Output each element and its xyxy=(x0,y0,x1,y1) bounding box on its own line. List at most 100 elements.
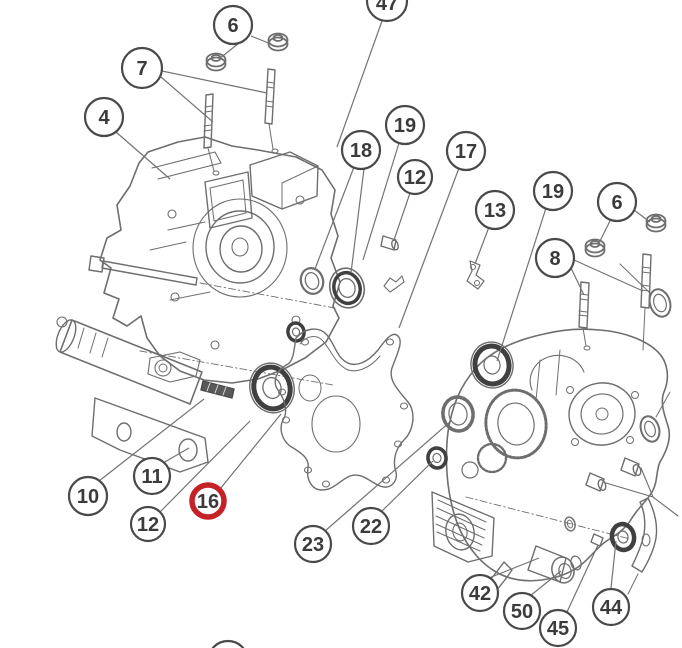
art-path xyxy=(286,321,306,343)
callout-7-1[interactable]: 7 xyxy=(120,46,164,90)
gasket-inner-contour xyxy=(299,336,381,372)
callout-circle[interactable] xyxy=(445,130,487,172)
callout-label: 45 xyxy=(547,618,569,640)
callout-label: 4 xyxy=(98,107,110,129)
callout-circle[interactable] xyxy=(460,573,500,613)
callout-label: 10 xyxy=(77,486,99,508)
callout-circle[interactable] xyxy=(208,639,248,648)
callout-label: 11 xyxy=(141,466,162,488)
callout-circle[interactable] xyxy=(83,96,125,138)
highlight-ring[interactable] xyxy=(189,482,227,520)
pivot-tube xyxy=(59,319,203,405)
callout-44-21[interactable]: 44 xyxy=(591,587,631,627)
callout-22-17[interactable]: 22 xyxy=(351,506,391,546)
callout-circle[interactable] xyxy=(132,456,172,496)
stud-bands xyxy=(640,266,651,292)
gasket-outline xyxy=(274,328,414,491)
leader-line-6 xyxy=(598,218,612,244)
callout-circle[interactable] xyxy=(120,46,164,90)
cylinder-wall xyxy=(192,198,288,298)
thrust-washer xyxy=(564,516,576,532)
case-tail-bracket xyxy=(631,497,658,573)
art-path xyxy=(321,480,331,488)
leader-line-42 xyxy=(488,557,540,579)
oil-seal-upper-right xyxy=(648,288,672,318)
callout-circle[interactable] xyxy=(212,4,254,46)
callout-13-8[interactable]: 13 xyxy=(474,189,516,231)
dowel-pin xyxy=(380,235,399,251)
callout-6-0[interactable]: 6 xyxy=(212,4,254,46)
callout-47-3[interactable]: 47 xyxy=(365,0,409,23)
art-path xyxy=(303,466,313,474)
callout-19-9[interactable]: 19 xyxy=(532,170,574,212)
art-path xyxy=(650,215,662,223)
callout-circle[interactable] xyxy=(384,104,426,146)
callout-18-4[interactable]: 18 xyxy=(340,129,382,171)
art-path xyxy=(595,407,609,421)
top-mount-face xyxy=(251,165,319,210)
foot-hole xyxy=(116,422,132,442)
callout-circle[interactable] xyxy=(67,475,109,517)
left-studs-and-nuts xyxy=(203,32,289,176)
callout-12-14[interactable]: 12 xyxy=(129,505,167,543)
art-path xyxy=(466,260,485,290)
callout-45-20[interactable]: 45 xyxy=(538,608,578,648)
stud-tip-line xyxy=(268,123,274,150)
callout-circle[interactable] xyxy=(591,587,631,627)
callout-42-18[interactable]: 42 xyxy=(460,573,500,613)
leader-line-47 xyxy=(336,20,383,148)
kick-axis-centerline xyxy=(465,496,631,540)
callout-circle[interactable] xyxy=(596,181,638,223)
art-path xyxy=(597,478,607,492)
main-bore-hub xyxy=(231,237,249,257)
callout-partial-bottom-22[interactable] xyxy=(208,639,248,648)
callout-4-2[interactable]: 4 xyxy=(83,96,125,138)
shaft-collar-inner xyxy=(158,363,168,373)
callout-circle[interactable] xyxy=(502,591,542,631)
art-path xyxy=(580,393,624,435)
small-pin xyxy=(590,533,604,547)
flange-nut xyxy=(584,238,606,258)
art-path xyxy=(391,239,399,251)
art-path xyxy=(432,452,442,464)
callout-label: 19 xyxy=(394,115,416,137)
callout-circle[interactable] xyxy=(293,524,333,564)
callout-12-6[interactable]: 12 xyxy=(396,158,434,196)
callout-circle[interactable] xyxy=(474,189,516,231)
callout-circle[interactable] xyxy=(396,158,434,196)
stud xyxy=(640,253,652,309)
art-path xyxy=(483,355,501,375)
callout-circle[interactable] xyxy=(532,170,574,212)
callout-16-15[interactable]: 16 xyxy=(189,482,227,520)
stud-bands xyxy=(203,105,213,132)
callout-8-11[interactable]: 8 xyxy=(534,237,576,279)
art-path xyxy=(393,440,403,448)
callout-circle[interactable] xyxy=(538,608,578,648)
gear-cluster xyxy=(461,388,548,479)
pivot-tube-end xyxy=(55,319,77,353)
callout-circle[interactable] xyxy=(340,129,382,171)
leader-line-23 xyxy=(324,420,452,532)
callout-6-10[interactable]: 6 xyxy=(596,181,638,223)
leader-line-17 xyxy=(398,167,460,329)
leader-line-16 xyxy=(219,413,282,490)
callout-23-16[interactable]: 23 xyxy=(293,524,333,564)
bolt-boss xyxy=(167,209,177,219)
callout-circle[interactable] xyxy=(534,237,576,279)
art-path xyxy=(474,280,480,286)
callout-circle[interactable] xyxy=(129,505,167,543)
callout-50-19[interactable]: 50 xyxy=(502,591,542,631)
gasket-opening-small xyxy=(298,374,322,402)
art-path xyxy=(617,530,629,544)
callout-circle[interactable] xyxy=(365,0,409,23)
callout-label: 18 xyxy=(350,140,372,162)
callout-19-5[interactable]: 19 xyxy=(384,104,426,146)
callout-circle[interactable] xyxy=(351,506,391,546)
art-path xyxy=(399,402,409,410)
needle-cage-bearing xyxy=(441,395,475,433)
callout-17-7[interactable]: 17 xyxy=(445,130,487,172)
small-bearing-22 xyxy=(426,446,448,470)
callout-10-12[interactable]: 10 xyxy=(67,475,109,517)
callout-11-13[interactable]: 11 xyxy=(132,456,172,496)
bolt-boss xyxy=(170,292,180,302)
